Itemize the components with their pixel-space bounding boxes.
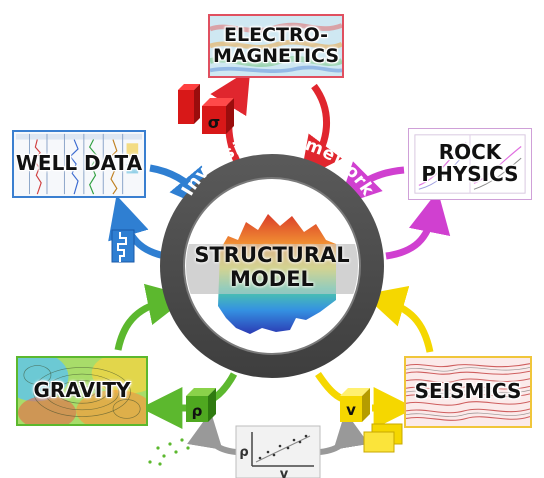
well-log-icon <box>111 229 135 263</box>
svg-text:v: v <box>346 401 356 419</box>
em-input-arrow <box>300 83 343 180</box>
rho-cube-icon: ρ <box>186 388 216 422</box>
grav-input-arrow <box>114 283 190 351</box>
seismics-label: SEISMICS <box>414 379 522 404</box>
svg-text:v: v <box>280 467 289 478</box>
rock-line2: PHYSICS <box>421 162 519 186</box>
svg-text:ρ: ρ <box>239 445 248 460</box>
electromagnetics-panel: ELECTRO- MAGNETICS <box>208 14 344 78</box>
seismics-panel: SEISMICS <box>404 356 532 428</box>
model-line2: MODEL <box>230 266 314 291</box>
svg-text:σ: σ <box>208 113 220 132</box>
crossplot-icon: ρ v <box>235 425 321 478</box>
seismic-sheets-icon <box>363 423 403 453</box>
em-cube-icon: σ <box>178 84 234 134</box>
gravity-label: GRAVITY <box>33 378 131 403</box>
structural-model-label: STRUCTURAL MODEL <box>192 243 352 291</box>
structural-model-visual <box>186 180 358 352</box>
seis-input-arrow <box>363 285 434 353</box>
v-cube-icon: v <box>340 388 370 422</box>
rock-line1: ROCK <box>438 140 502 165</box>
gravity-points-icon <box>148 438 190 466</box>
well-data-panel: WELL DATA <box>12 130 146 198</box>
cross-right-arrow <box>319 411 369 455</box>
cross-left-arrow <box>187 411 237 455</box>
well-label: WELL DATA <box>15 151 143 176</box>
model-line1: STRUCTURAL <box>194 243 350 267</box>
rock-output-arrow <box>385 190 451 260</box>
gravity-panel: GRAVITY <box>16 356 148 426</box>
em-line1: ELECTRO- <box>223 24 328 47</box>
svg-text:ρ: ρ <box>192 402 203 420</box>
em-line2: MAGNETICS <box>212 45 340 67</box>
rock-input-arrow <box>338 161 405 206</box>
rock-physics-panel: ROCK PHYSICS <box>408 128 532 200</box>
